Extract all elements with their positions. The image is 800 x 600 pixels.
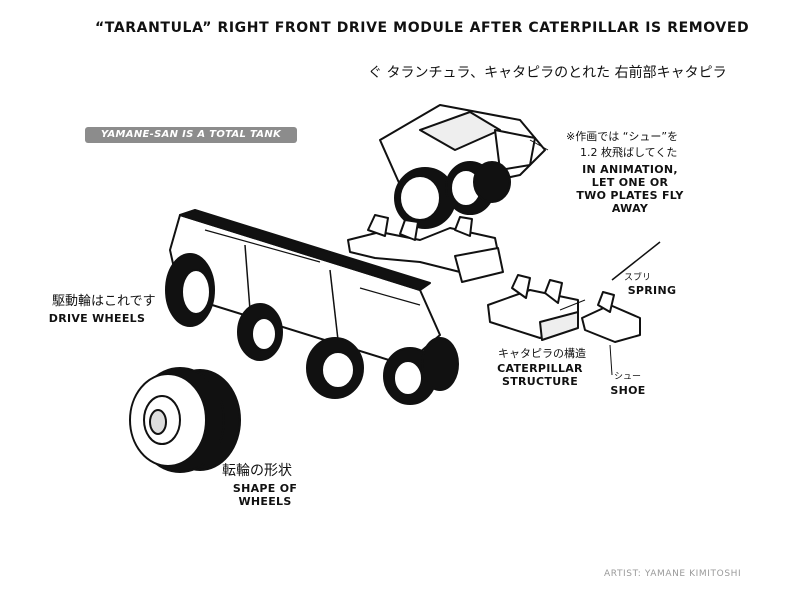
jp-drive-wheels-note: 駆動輪はこれです xyxy=(52,294,156,309)
caterpillar-structure-label: Caterpillar structure xyxy=(497,362,583,388)
drive-module-wheels xyxy=(165,253,459,405)
flying-track-plates xyxy=(347,214,504,283)
callout-lines xyxy=(529,139,586,311)
artist-credit: Artist: Yamane Kimitoshi xyxy=(604,569,742,579)
drive-module-body xyxy=(169,209,441,366)
spring-and-shoe-diagram xyxy=(581,241,661,376)
jp-shoe-note: シュー xyxy=(614,372,642,382)
caterpillar-structure-diagram xyxy=(487,274,579,341)
shoe-label: Shoe xyxy=(610,384,646,397)
jp-header-note: ぐ タランチュラ、キャタピラのとれた 右前部キャタピラ xyxy=(368,65,727,81)
shape-of-wheels-label: Shape of wheels xyxy=(232,482,298,508)
shape-of-wheels-diagram xyxy=(129,367,241,473)
jp-animation-note-line-1: ※作画では “シュー”を xyxy=(566,130,679,143)
spring-label: Spring xyxy=(627,284,677,297)
jp-spring-note: スブリ xyxy=(624,273,652,283)
upper-vehicle-fragment xyxy=(379,104,546,229)
jp-caterpillar-note: キャタピラの構造 xyxy=(498,347,586,360)
page-title: “Tarantula” right front drive module aft… xyxy=(95,20,750,36)
drive-wheels-label: Drive wheels xyxy=(48,312,146,325)
animation-note-label: In animation, let one or two plates fly … xyxy=(576,163,684,215)
jp-animation-note-line-2: 1.2 枚飛ばしてくた xyxy=(580,146,678,159)
nerd-badge: Yamane-san is a total tank nerd! xyxy=(85,127,297,156)
jp-wheels-note: 転輪の形状 xyxy=(222,463,292,479)
